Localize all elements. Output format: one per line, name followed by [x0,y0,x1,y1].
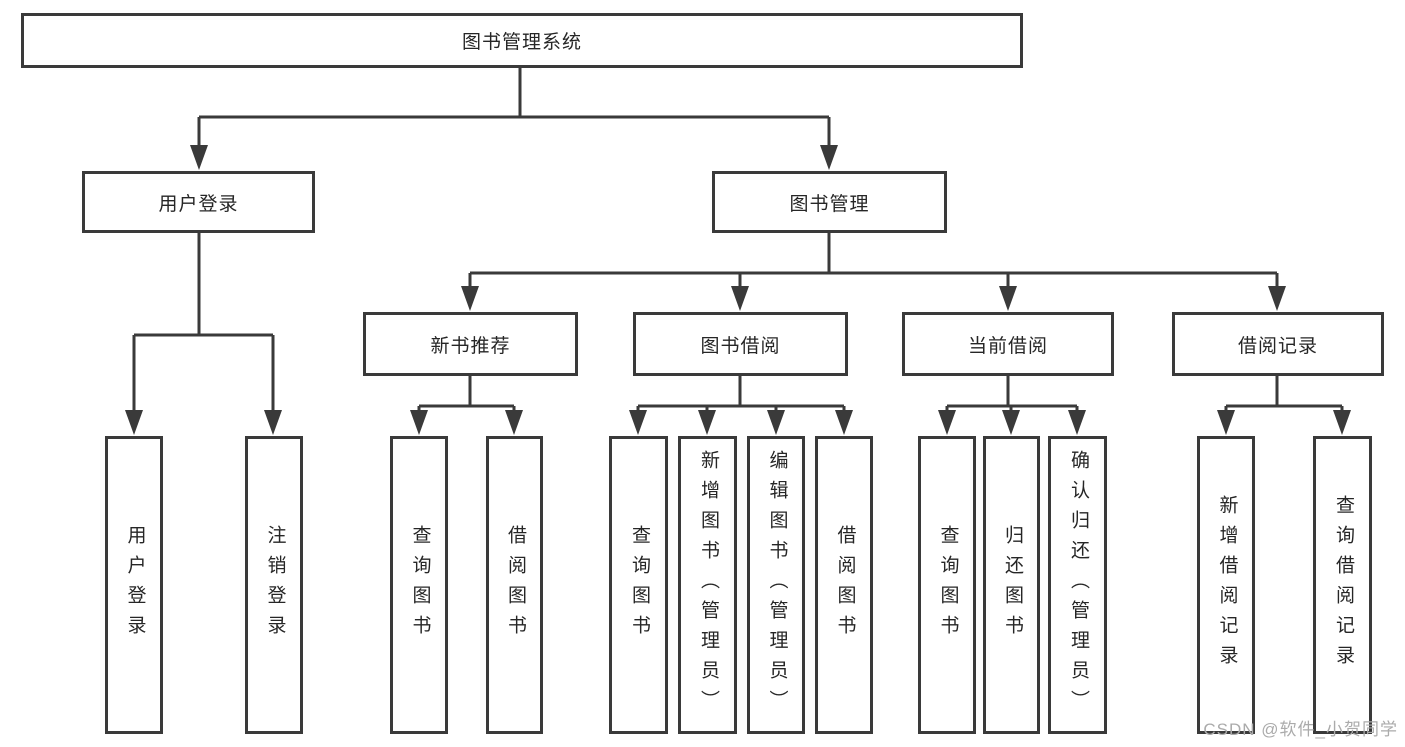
arrowhead [461,286,479,311]
arrowhead [835,410,853,435]
leaf-query-books-current: 查询图书 [918,436,976,734]
leaf-edit-books-admin: 编辑图书（管理员） [747,436,805,734]
leaf-label: 查询图书 [409,525,431,645]
node-book-borrowing: 图书借阅 [633,312,848,376]
leaf-add-books-admin: 新增图书（管理员） [678,436,737,734]
leaf-borrow-books: 借阅图书 [815,436,873,734]
branch-book-borrow [636,376,846,414]
leaf-label: 新增图书（管理员） [697,450,719,720]
leaf-label: 确认归还（管理员） [1067,450,1089,720]
leaf-label: 归还图书 [1001,525,1023,645]
leaf-borrow-books-recommend: 借阅图书 [486,436,543,734]
leaf-query-books-recommend: 查询图书 [390,436,448,734]
leaf-user-login: 用户登录 [105,436,163,734]
leaf-return-books: 归还图书 [983,436,1040,734]
arrowhead [820,145,838,170]
leaf-label: 查询借阅记录 [1332,495,1354,675]
arrowhead [1333,410,1351,435]
leaf-label: 借阅图书 [504,525,526,645]
branch-current-borrow [945,376,1079,414]
arrowhead [731,286,749,311]
leaf-label: 借阅图书 [834,525,856,645]
arrowhead [1002,410,1020,435]
arrowhead [190,145,208,170]
node-book-management: 图书管理 [712,171,947,233]
leaf-label: 注销登录 [264,525,286,645]
arrowhead [629,410,647,435]
leaf-query-borrow-record: 查询借阅记录 [1313,436,1372,734]
arrowhead [999,286,1017,311]
leaf-label: 用户登录 [124,525,146,645]
arrowhead [410,410,428,435]
arrowhead [505,410,523,435]
node-root-system: 图书管理系统 [21,13,1023,68]
arrowhead [125,410,143,435]
leaf-confirm-return-admin: 确认归还（管理员） [1048,436,1107,734]
branch-book-mgmt [468,233,1279,290]
arrowhead [1217,410,1235,435]
leaf-label: 查询图书 [937,525,959,645]
arrowhead [767,410,785,435]
arrowhead [698,410,716,435]
arrowhead [1268,286,1286,311]
branch-user-login [132,233,275,414]
branch-root [197,68,831,150]
arrowhead [264,410,282,435]
arrowhead [938,410,956,435]
leaf-label: 新增借阅记录 [1216,495,1238,675]
node-borrow-records: 借阅记录 [1172,312,1384,376]
csdn-watermark: CSDN @软件_小贺同学 [1203,720,1398,739]
node-new-book-recommend: 新书推荐 [363,312,578,376]
node-current-borrowing: 当前借阅 [902,312,1114,376]
leaf-query-books-borrow: 查询图书 [609,436,668,734]
leaf-add-borrow-record: 新增借阅记录 [1197,436,1255,734]
leaf-label: 编辑图书（管理员） [766,450,788,720]
leaf-label: 查询图书 [628,525,650,645]
node-user-login: 用户登录 [82,171,315,233]
arrowhead [1068,410,1086,435]
branch-borrow-records [1224,376,1344,414]
leaf-logout: 注销登录 [245,436,303,734]
branch-new-book-rec [417,376,516,414]
